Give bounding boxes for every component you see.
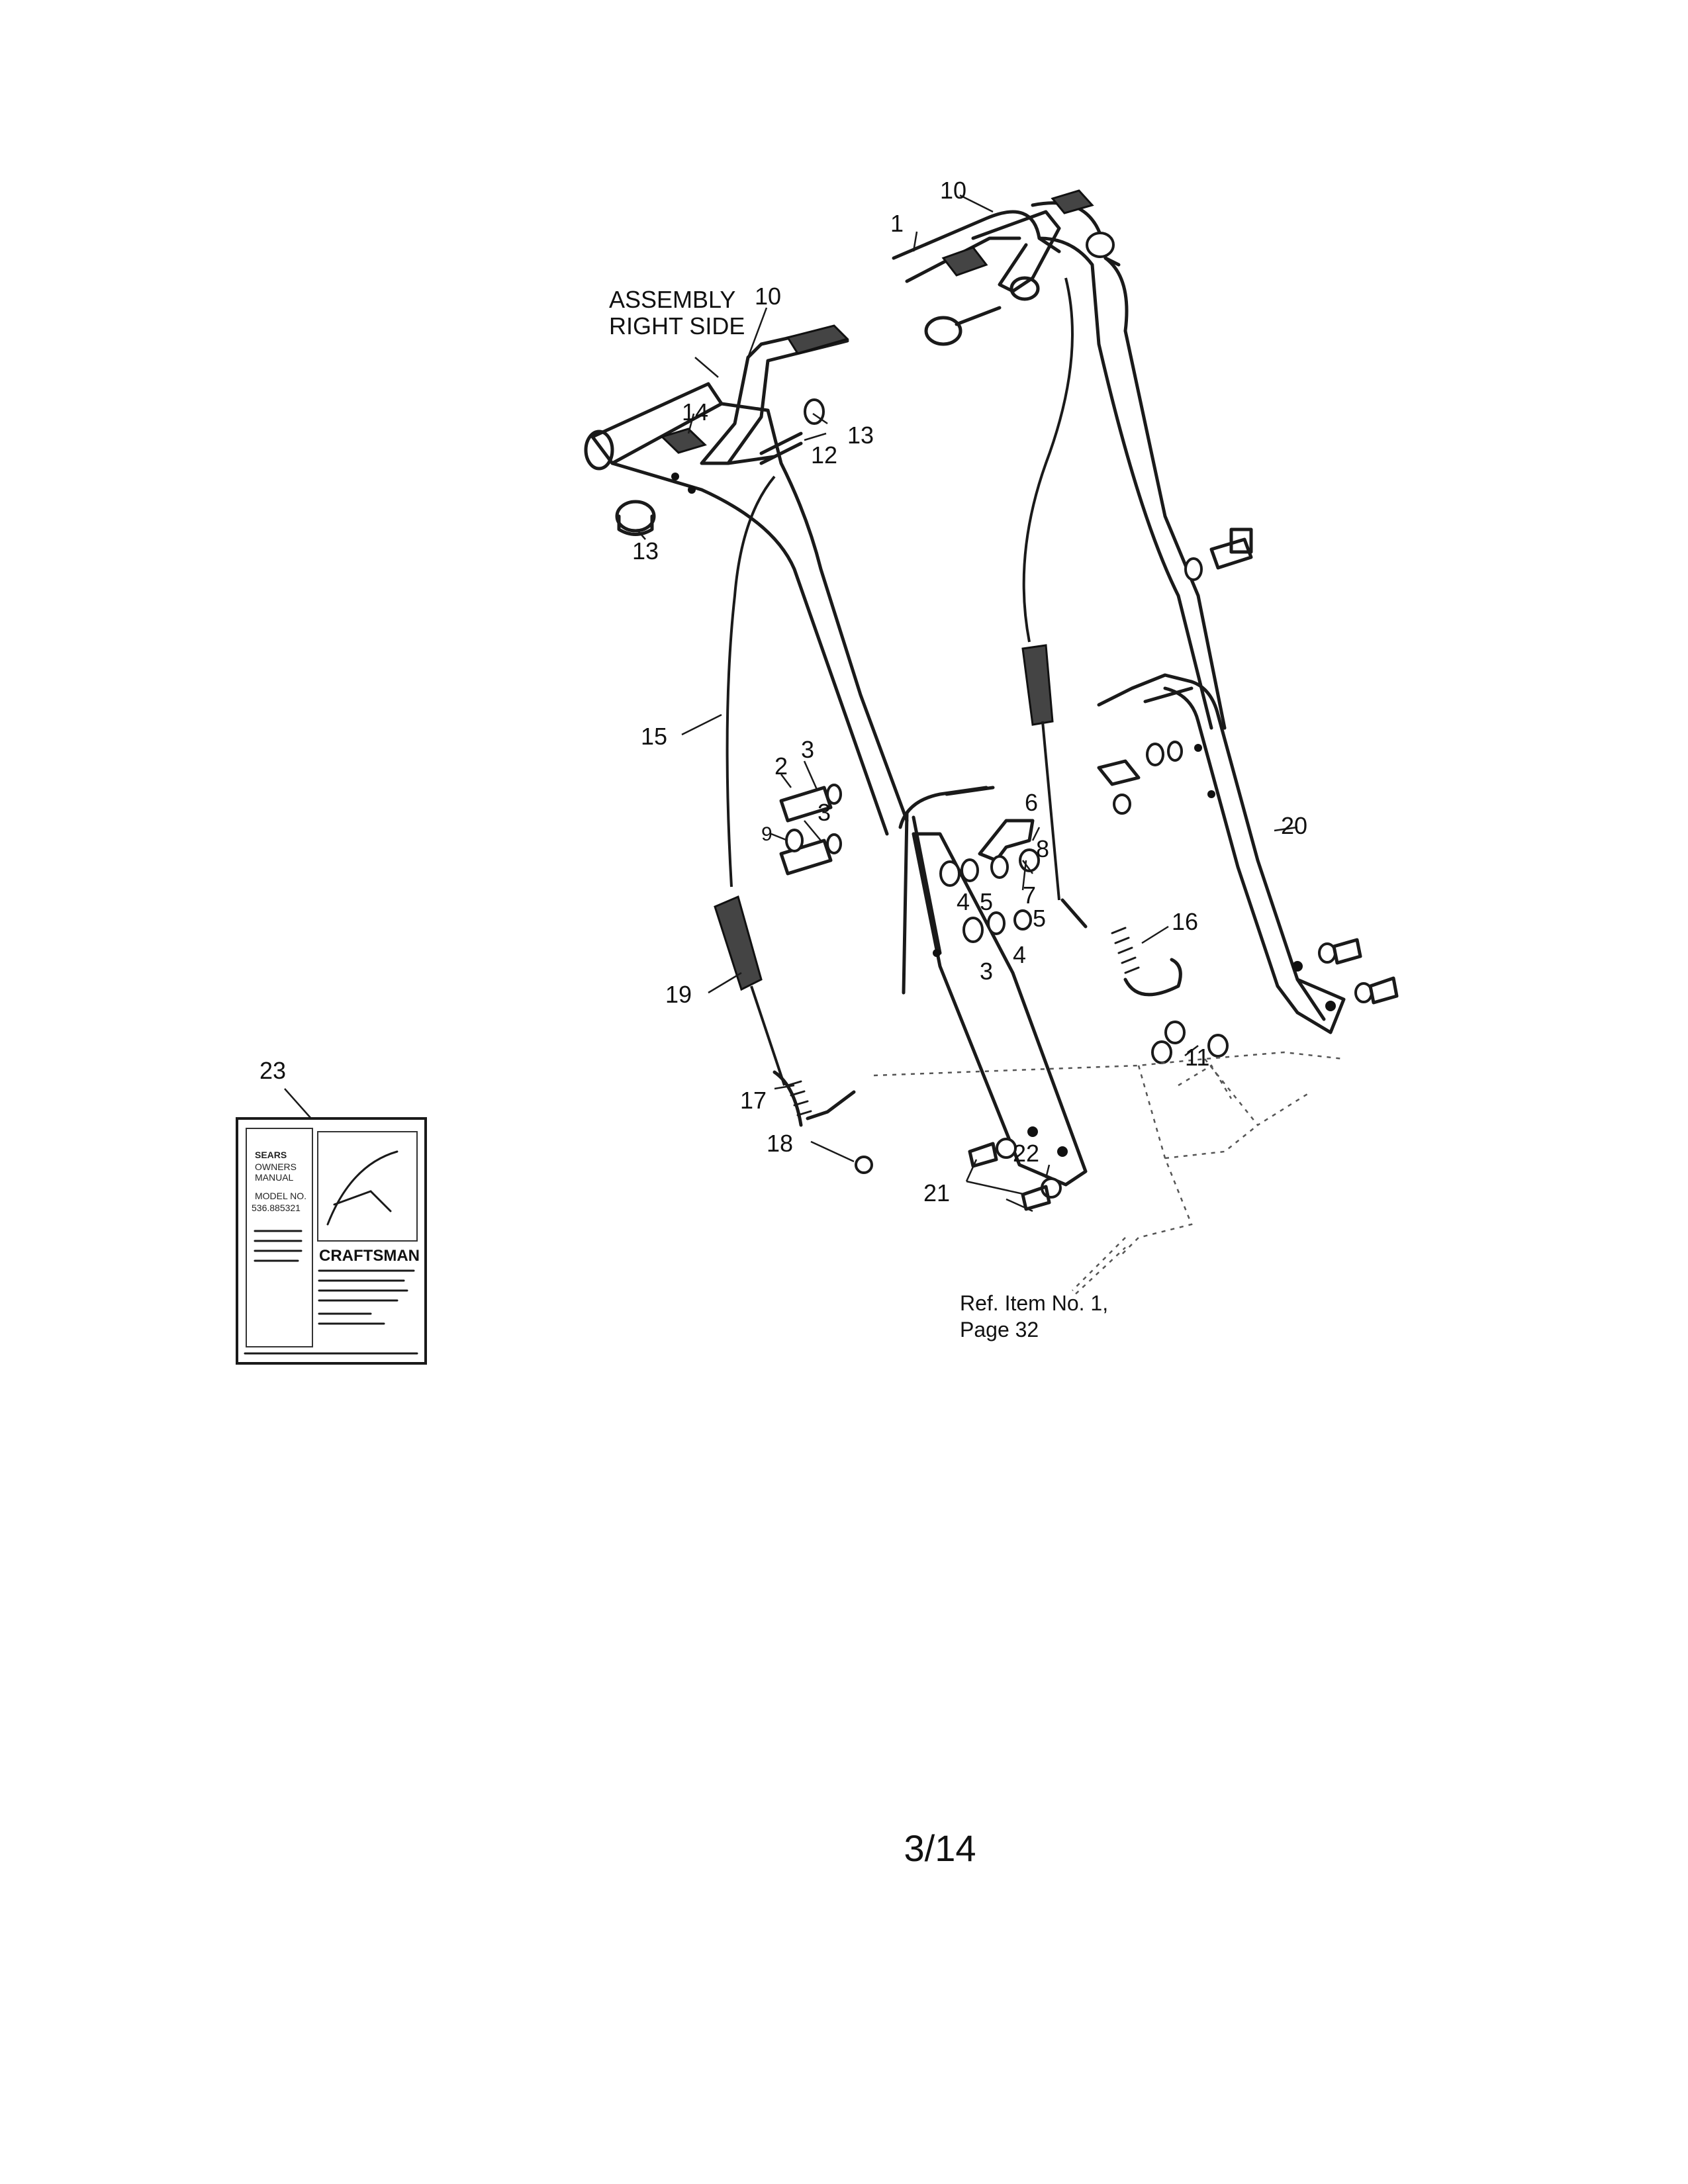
label-5a: 5 [980, 888, 993, 915]
bolts-21 [968, 1138, 1062, 1211]
part-labels: ASSEMBLY RIGHT SIDE 1 2 3 3 3 4 4 5 5 6 … [259, 177, 1307, 1206]
label-10b: 10 [940, 177, 966, 204]
label-3a: 3 [801, 736, 814, 763]
reference-frame [873, 1051, 1344, 1291]
label-13b: 13 [632, 537, 659, 565]
label-16: 16 [1172, 908, 1198, 935]
label-4a: 4 [957, 888, 970, 915]
label-13a: 13 [847, 422, 874, 449]
label-1: 1 [890, 210, 904, 237]
bail-lever-left [700, 324, 849, 465]
decal-14 [660, 428, 707, 454]
knob-13-left [615, 500, 656, 536]
owners-manual: SEARS OWNERS MANUAL MODEL NO. 536.885321… [236, 1088, 427, 1365]
reference-caption: Ref. Item No. 1, Page 32 [960, 1247, 1126, 1342]
manual-line-a: OWNERS [255, 1161, 297, 1172]
reference-line1: Ref. Item No. 1, [960, 1291, 1108, 1315]
manual-model-no: 536.885321 [252, 1203, 301, 1213]
nut-11 [1151, 1021, 1229, 1064]
label-8: 8 [1036, 835, 1049, 862]
label-7: 7 [1023, 882, 1036, 909]
label-12: 12 [811, 441, 837, 469]
label-20: 20 [1281, 812, 1307, 839]
label-11: 11 [1185, 1044, 1209, 1071]
bail-lever-right [941, 189, 1094, 293]
bolt-upper-right [1184, 527, 1253, 581]
bolts-right [1318, 938, 1399, 1005]
label-15: 15 [641, 723, 667, 750]
label-23: 23 [259, 1057, 286, 1084]
leader-lines [636, 194, 1298, 1212]
assembly-label-line1: ASSEMBLY [609, 286, 735, 313]
label-2: 2 [774, 752, 788, 780]
hardware-4-8 [939, 819, 1040, 943]
label-19: 19 [665, 981, 692, 1008]
manual-brand: CRAFTSMAN [319, 1247, 420, 1265]
label-17: 17 [740, 1087, 767, 1114]
lower-handle-20 [1097, 673, 1346, 1034]
manual-model-label: MODEL NO. [255, 1191, 306, 1201]
label-10a: 10 [755, 283, 781, 310]
upper-handle-right-side [584, 382, 909, 836]
label-22: 22 [1013, 1140, 1039, 1167]
label-5b: 5 [1033, 905, 1046, 932]
page-number: 3/14 [904, 1827, 976, 1869]
label-4b: 4 [1013, 941, 1026, 968]
label-3c: 3 [980, 958, 993, 985]
cable-16 [1021, 277, 1182, 997]
label-9: 9 [761, 823, 773, 845]
reference-line2: Page 32 [960, 1318, 1039, 1342]
label-3b: 3 [818, 799, 831, 826]
manual-line-b: MANUAL [255, 1172, 294, 1183]
cable-15 [714, 475, 873, 1174]
label-18: 18 [767, 1130, 793, 1157]
bolts-2-9 [779, 784, 842, 876]
label-14: 14 [682, 398, 708, 426]
manual-brand-top: SEARS [255, 1150, 287, 1160]
assembly-label-line2: RIGHT SIDE [609, 312, 745, 340]
label-21: 21 [923, 1179, 950, 1206]
lower-handle-left [898, 786, 1088, 1187]
label-6: 6 [1025, 789, 1038, 816]
upper-handle-left-side [892, 201, 1227, 730]
knob-13-right [924, 276, 1040, 346]
